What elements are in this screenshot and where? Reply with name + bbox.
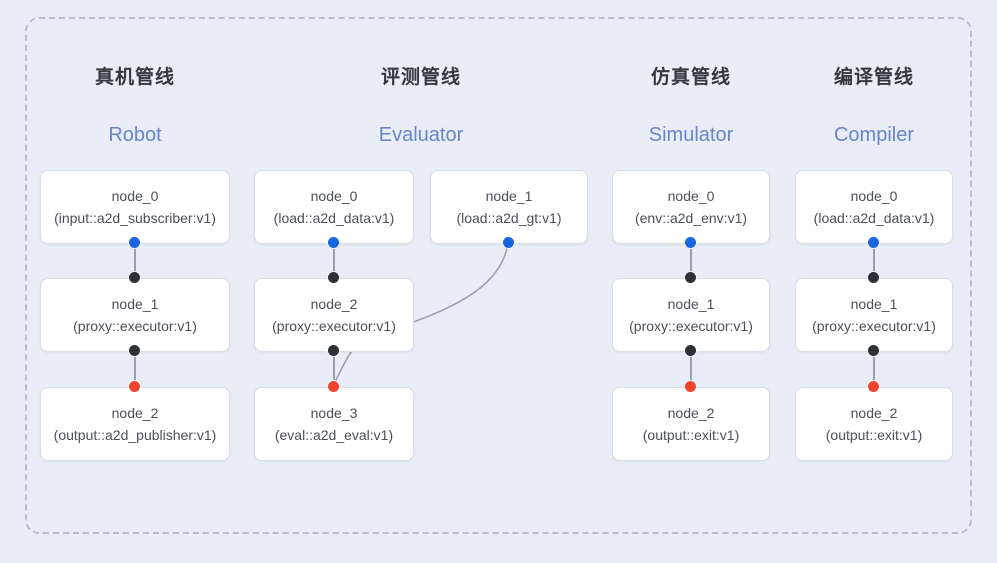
- column-title-en-simulator: Simulator: [648, 124, 734, 146]
- node-label-name: node_2: [850, 405, 898, 421]
- port-output-robot-0[interactable]: [129, 237, 140, 248]
- node-label-kind: (proxy::executor:v1): [812, 318, 936, 334]
- port-input-robot-1[interactable]: [129, 272, 140, 283]
- port-output-evaluator-0[interactable]: [328, 237, 339, 248]
- node-robot-2[interactable]: node_2 (output::a2d_publisher:v1): [40, 387, 230, 461]
- node-label-name: node_0: [111, 188, 159, 204]
- pipeline-group-frame: [25, 17, 972, 534]
- port-input-simulator-1[interactable]: [685, 272, 696, 283]
- node-label-kind: (eval::a2d_eval:v1): [274, 427, 394, 443]
- port-output-compiler-0[interactable]: [868, 237, 879, 248]
- node-label-name: node_2: [310, 296, 358, 312]
- port-input-compiler-2[interactable]: [868, 381, 879, 392]
- edge-compiler-0-1: [873, 242, 875, 278]
- column-title-cn-compiler: 编译管线: [833, 67, 914, 88]
- node-simulator-1[interactable]: node_1 (proxy::executor:v1): [612, 278, 770, 352]
- port-input-evaluator-2[interactable]: [328, 272, 339, 283]
- node-label-name: node_1: [850, 296, 898, 312]
- node-label-kind: (output::a2d_publisher:v1): [53, 427, 217, 443]
- edge-robot-1-2: [134, 350, 136, 386]
- node-evaluator-3[interactable]: node_3 (eval::a2d_eval:v1): [254, 387, 414, 461]
- node-label-name: node_0: [310, 188, 358, 204]
- node-label-name: node_1: [111, 296, 159, 312]
- node-evaluator-1[interactable]: node_1 (load::a2d_gt:v1): [430, 170, 588, 244]
- node-evaluator-0[interactable]: node_0 (load::a2d_data:v1): [254, 170, 414, 244]
- node-label-kind: (load::a2d_data:v1): [273, 210, 395, 226]
- column-title-cn-robot: 真机管线: [94, 67, 175, 88]
- node-label-name: node_0: [850, 188, 898, 204]
- pipeline-column-compiler: 编译管线 Compiler: [795, 0, 953, 563]
- node-label-kind: (proxy::executor:v1): [629, 318, 753, 334]
- node-compiler-0[interactable]: node_0 (load::a2d_data:v1): [795, 170, 953, 244]
- node-label-name: node_3: [310, 405, 358, 421]
- edge-simulator-0-1: [690, 242, 692, 278]
- node-label-kind: (proxy::executor:v1): [73, 318, 197, 334]
- node-label-name: node_0: [667, 188, 715, 204]
- column-title-cn-simulator: 仿真管线: [650, 67, 731, 88]
- port-output-robot-1[interactable]: [129, 345, 140, 356]
- port-output-simulator-1[interactable]: [685, 345, 696, 356]
- port-output-compiler-1[interactable]: [868, 345, 879, 356]
- port-output-evaluator-2[interactable]: [328, 345, 339, 356]
- pipeline-column-simulator: 仿真管线 Simulator: [612, 0, 770, 563]
- node-label-name: node_2: [111, 405, 159, 421]
- node-label-kind: (input::a2d_subscriber:v1): [54, 210, 216, 226]
- node-robot-1[interactable]: node_1 (proxy::executor:v1): [40, 278, 230, 352]
- node-label-kind: (load::a2d_gt:v1): [456, 210, 562, 226]
- port-output-evaluator-1[interactable]: [503, 237, 514, 248]
- column-title-en-robot: Robot: [108, 124, 162, 146]
- node-label-kind: (output::exit:v1): [642, 427, 740, 443]
- column-title-en-compiler: Compiler: [833, 124, 915, 146]
- node-simulator-2[interactable]: node_2 (output::exit:v1): [612, 387, 770, 461]
- node-label-kind: (load::a2d_data:v1): [813, 210, 935, 226]
- pipeline-column-evaluator: 评测管线 Evaluator: [254, 0, 588, 563]
- node-simulator-0[interactable]: node_0 (env::a2d_env:v1): [612, 170, 770, 244]
- node-compiler-1[interactable]: node_1 (proxy::executor:v1): [795, 278, 953, 352]
- port-input-evaluator-3[interactable]: [328, 381, 339, 392]
- node-compiler-2[interactable]: node_2 (output::exit:v1): [795, 387, 953, 461]
- node-label-kind: (env::a2d_env:v1): [634, 210, 748, 226]
- node-label-name: node_1: [485, 188, 533, 204]
- node-label-name: node_1: [667, 296, 715, 312]
- edge-compiler-1-2: [873, 350, 875, 386]
- node-robot-0[interactable]: node_0 (input::a2d_subscriber:v1): [40, 170, 230, 244]
- edge-robot-0-1: [134, 242, 136, 278]
- edge-evaluator-2-3: [333, 350, 335, 386]
- edge-evaluator-0-2: [333, 242, 335, 278]
- pipeline-column-robot: 真机管线 Robot: [40, 0, 230, 563]
- port-input-robot-2[interactable]: [129, 381, 140, 392]
- node-label-name: node_2: [667, 405, 715, 421]
- edge-simulator-1-2: [690, 350, 692, 386]
- column-title-en-evaluator: Evaluator: [378, 124, 464, 146]
- node-label-kind: (output::exit:v1): [825, 427, 923, 443]
- port-output-simulator-0[interactable]: [685, 237, 696, 248]
- node-label-kind: (proxy::executor:v1): [272, 318, 396, 334]
- port-input-compiler-1[interactable]: [868, 272, 879, 283]
- port-input-simulator-2[interactable]: [685, 381, 696, 392]
- node-evaluator-2[interactable]: node_2 (proxy::executor:v1): [254, 278, 414, 352]
- column-title-cn-evaluator: 评测管线: [380, 67, 461, 88]
